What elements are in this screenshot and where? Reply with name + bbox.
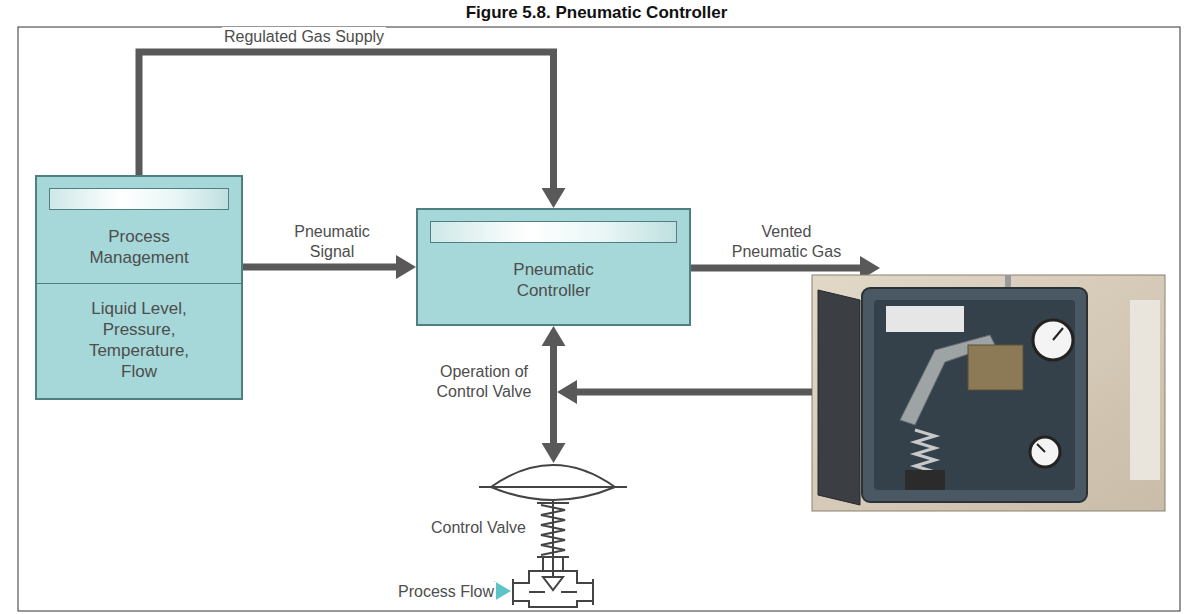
edge-label: Pneumatic Signal — [280, 222, 384, 262]
edge-label: Regulated Gas Supply — [222, 27, 386, 47]
process-box: Pneumatic Controller — [416, 208, 691, 326]
photo-pointer-arrow — [575, 389, 812, 396]
flow-arrow — [139, 52, 554, 190]
valve-label: Control Valve — [431, 518, 526, 538]
valve-spring — [541, 505, 565, 555]
text-section: Liquid Level, Pressure, Temperature, Flo… — [49, 269, 229, 383]
figure-title: Figure 5.8. Pneumatic Controller — [0, 3, 1193, 23]
photo-housing — [862, 288, 1087, 502]
photo-panel — [874, 300, 1075, 490]
valve-plug — [543, 577, 563, 590]
valve-seat — [529, 591, 577, 593]
text-section: Process Management — [49, 226, 229, 269]
figure-frame — [18, 27, 1180, 611]
header-bar — [430, 221, 677, 243]
header-bar — [49, 188, 229, 210]
vent-label: Vented Pneumatic Gas — [722, 222, 851, 262]
photo-relay — [968, 345, 1023, 390]
photo-gauge — [1030, 437, 1060, 467]
photo-ground — [812, 275, 1165, 511]
text-section: Pneumatic Controller — [430, 259, 677, 302]
divider-line — [37, 283, 241, 284]
actuator-lower — [491, 487, 615, 500]
spring-plate — [537, 503, 569, 557]
valve-yoke — [543, 557, 563, 571]
photo-spring — [915, 430, 935, 472]
process-box: Process ManagementLiquid Level, Pressure… — [35, 175, 243, 400]
photo-door — [818, 290, 860, 505]
photo-gauge-needle — [1037, 444, 1045, 452]
photo-gauge — [1033, 320, 1073, 360]
flow-label: Process Flow — [396, 582, 496, 602]
actuator-dome — [491, 465, 615, 487]
box-heading: Process Management — [74, 226, 204, 269]
box-body: Liquid Level, Pressure, Temperature, Flo… — [78, 298, 200, 383]
valve-body — [513, 571, 593, 607]
box-heading: Pneumatic Controller — [486, 259, 621, 302]
photo-nameplate — [886, 306, 964, 332]
photo-pipe — [1130, 300, 1160, 480]
photo-gauge-needle — [1053, 328, 1063, 340]
process-flow-arrow-head — [494, 581, 511, 601]
controller-photo — [812, 275, 1165, 511]
diaphragm-line — [479, 486, 627, 488]
flow-arrow — [243, 264, 398, 271]
edge-label: Operation of Control Valve — [424, 362, 544, 402]
photo-base — [905, 470, 945, 490]
vent-arrow — [691, 265, 862, 272]
flow-arrow — [550, 344, 557, 445]
